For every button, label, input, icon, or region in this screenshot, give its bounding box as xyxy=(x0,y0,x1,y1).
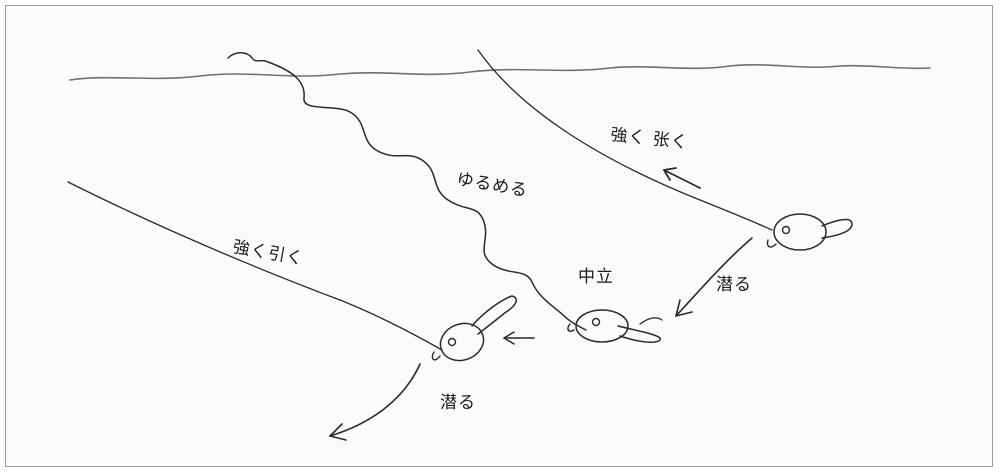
slack-line xyxy=(227,52,587,331)
lure-right-lip xyxy=(821,218,853,239)
water-surface xyxy=(69,64,931,81)
label-loosen: ゆるめる xyxy=(455,169,529,201)
diagram-frame xyxy=(5,5,993,467)
label-strong-pull-right: 強く 张く xyxy=(609,125,689,153)
lure-neutral-hook xyxy=(567,323,575,333)
label-dive-left: 潜る xyxy=(440,393,476,413)
lure-left-hook xyxy=(431,351,441,361)
dive-arrow-left xyxy=(329,363,421,441)
lure-neutral-lip xyxy=(617,325,661,343)
lure-neutral xyxy=(567,309,663,343)
dive-arrow-right xyxy=(675,237,753,317)
label-dive-right: 潜る xyxy=(716,275,752,295)
lure-left-eye xyxy=(447,337,457,347)
lure-right xyxy=(766,213,853,251)
pull-arrow-right xyxy=(663,167,701,189)
label-neutral: 中立 xyxy=(578,267,614,287)
move-arrow-left xyxy=(503,331,535,345)
lure-neutral-body xyxy=(575,309,629,343)
lure-right-body xyxy=(773,213,827,251)
lure-left-body xyxy=(439,322,485,362)
lure-left xyxy=(431,295,517,362)
lure-neutral-eye xyxy=(591,317,601,327)
label-strong-pull-left: 強く引く xyxy=(231,237,305,269)
taut-line-left xyxy=(67,181,443,351)
lure-left-lip xyxy=(471,295,517,335)
lure-right-hook xyxy=(766,239,777,248)
taut-line-right xyxy=(477,49,773,231)
lure-right-eye xyxy=(781,225,791,235)
